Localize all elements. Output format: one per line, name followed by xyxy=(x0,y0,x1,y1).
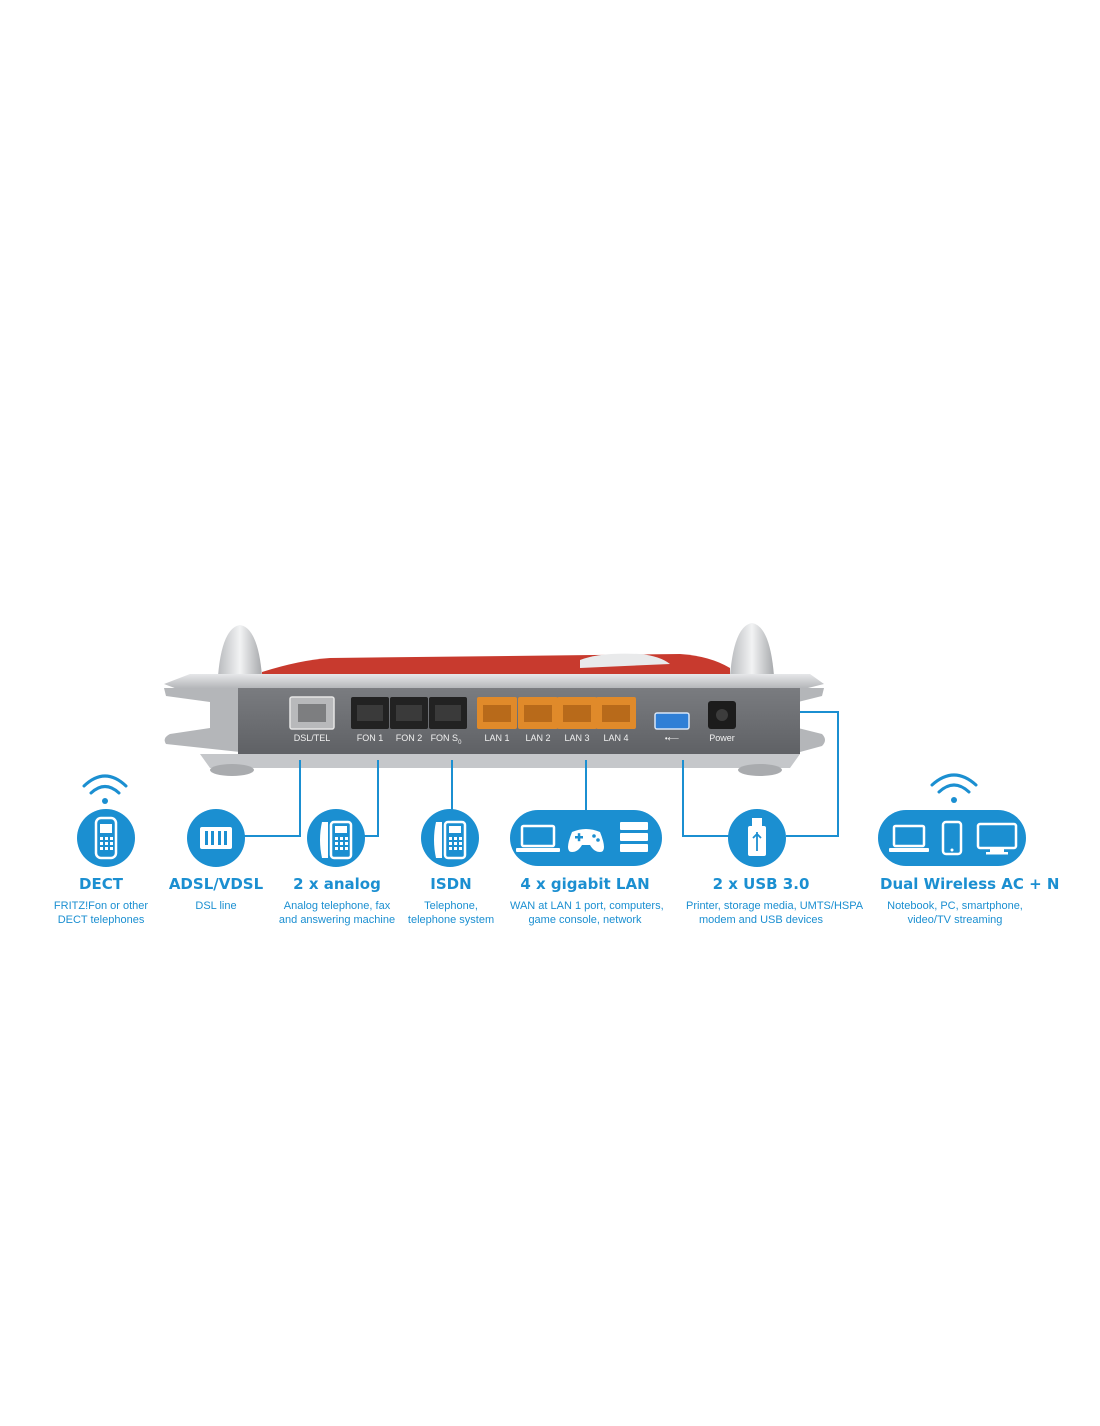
wireless-connector xyxy=(786,711,839,837)
lan4-port-label: LAN 4 xyxy=(603,733,628,743)
feature-desc-line2: telephone system xyxy=(407,914,495,926)
dect-handset-icon xyxy=(77,809,135,867)
fons0-slot xyxy=(435,705,461,721)
feature-desc-line1: Telephone, xyxy=(424,900,478,912)
feature-desc-line2: DECT telephones xyxy=(57,914,145,926)
red-top-band xyxy=(262,654,730,676)
right-wing xyxy=(798,688,825,752)
fons0-port-label: FON S0 xyxy=(431,733,463,746)
feature-title: ISDN xyxy=(430,875,472,893)
network-storage-icon xyxy=(620,822,648,852)
usb-port-label: •⟵ xyxy=(665,734,680,743)
lan3-port-label: LAN 3 xyxy=(564,733,589,743)
left-antenna xyxy=(218,625,262,676)
left-wing xyxy=(164,688,240,752)
fon1-port-label: FON 1 xyxy=(357,733,384,743)
wifi-signal-icon xyxy=(82,774,128,804)
feature-desc-line1: Printer, storage media, UMTS/HSPA xyxy=(686,900,864,912)
wireless-devices-icon xyxy=(878,810,1026,866)
feature-title: ADSL/VDSL xyxy=(168,875,264,893)
fons0-label-main: FON S xyxy=(431,733,459,743)
connector-lines xyxy=(232,711,839,837)
smartphone-icon xyxy=(941,820,963,856)
feature-desc-line1: Notebook, PC, smartphone, xyxy=(887,900,1023,912)
power-jack-hole xyxy=(716,709,728,721)
gamepad-icon xyxy=(568,829,604,852)
lan1-slot xyxy=(483,705,511,722)
isdn-phone-icon xyxy=(421,809,479,867)
notebook-icon xyxy=(889,824,929,852)
feature-desc-line1: Analog telephone, fax xyxy=(283,900,391,912)
top-buttons xyxy=(580,653,670,668)
feature-usb: 2 x USB 3.0 Printer, storage media, UMTS… xyxy=(686,874,864,927)
lan4-slot xyxy=(602,705,630,722)
feature-title: 2 x analog xyxy=(293,875,381,893)
usb-connector xyxy=(682,760,730,837)
right-foot xyxy=(738,764,782,776)
feature-analog: 2 x analog Analog telephone, fax and ans… xyxy=(262,874,412,927)
lan-devices-icon xyxy=(510,810,662,866)
usb-port xyxy=(654,712,690,730)
monitor-icon xyxy=(976,822,1018,855)
feature-gigabit-lan: 4 x gigabit LAN WAN at LAN 1 port, compu… xyxy=(510,874,664,927)
feature-desc-line2: and answering machine xyxy=(278,914,396,926)
right-antenna xyxy=(730,623,774,676)
feature-desc-line2: video/TV streaming xyxy=(907,914,1003,926)
laptop-icon xyxy=(516,824,560,852)
feature-isdn: ISDN Telephone, telephone system xyxy=(376,874,526,927)
wifi-signal-icon xyxy=(930,773,978,803)
lan1-port-label: LAN 1 xyxy=(484,733,509,743)
feature-wireless: Dual Wireless AC + N Notebook, PC, smart… xyxy=(880,874,1060,927)
feature-desc-line1: FRITZ!Fon or other xyxy=(53,900,149,912)
feature-adsl-vdsl: ADSL/VDSL DSL line xyxy=(141,874,291,913)
feature-desc-line2: modem and USB devices xyxy=(698,914,824,926)
feature-title: DECT xyxy=(79,875,123,893)
analog-phone-icon xyxy=(307,809,365,867)
silver-lid xyxy=(164,674,824,690)
fon1-slot xyxy=(357,705,383,721)
fon2-slot xyxy=(396,705,422,721)
dsl-connector xyxy=(232,760,301,837)
feature-title: Dual Wireless AC + N xyxy=(880,875,1060,893)
feature-title: 4 x gigabit LAN xyxy=(520,875,650,893)
fons0-label-sub: 0 xyxy=(458,740,462,746)
analog-connector xyxy=(360,760,379,837)
lan2-slot xyxy=(524,705,552,722)
lan2-port-label: LAN 2 xyxy=(525,733,550,743)
power-port-label: Power xyxy=(709,733,735,743)
feature-dect: DECT FRITZ!Fon or other DECT telephones xyxy=(26,874,176,927)
dsl-port-slot xyxy=(298,704,326,722)
left-foot xyxy=(210,764,254,776)
dsl-filter-icon xyxy=(187,809,245,867)
router-device: DSL/TEL FON 1 FON 2 FON S0 LAN 1 LAN 2 L… xyxy=(164,623,825,776)
feature-desc-line1: WAN at LAN 1 port, computers, xyxy=(510,900,664,912)
feature-desc-line2: game console, network xyxy=(528,914,642,926)
feature-desc-line1: DSL line xyxy=(195,900,237,912)
lan3-slot xyxy=(563,705,591,722)
usb-stick-icon xyxy=(728,809,786,867)
feature-title: 2 x USB 3.0 xyxy=(712,875,810,893)
router-base xyxy=(200,754,800,768)
fon2-port-label: FON 2 xyxy=(396,733,423,743)
dsl-port-label: DSL/TEL xyxy=(294,733,331,743)
